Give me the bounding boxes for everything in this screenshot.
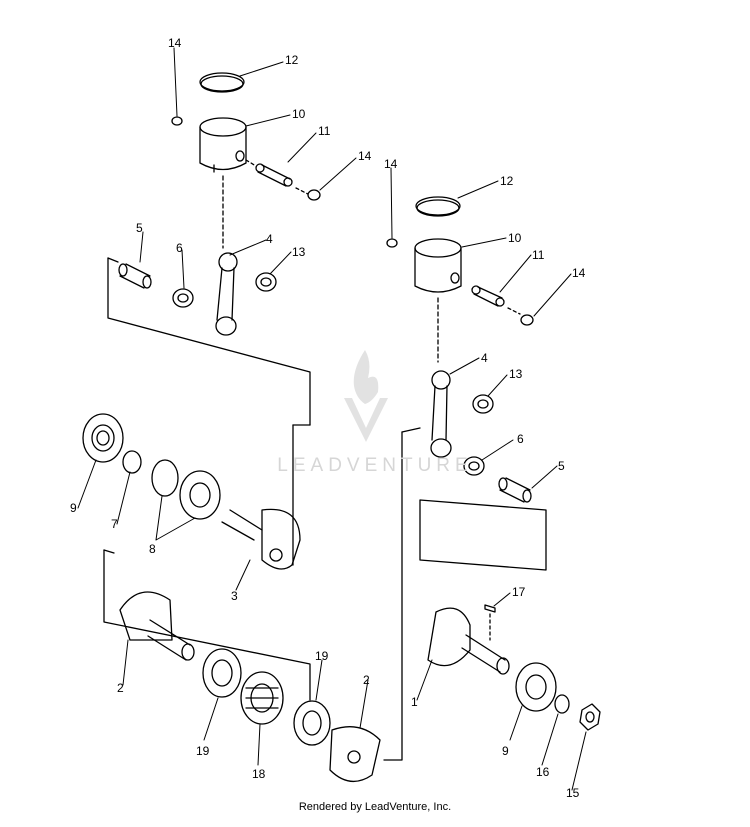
bearing-left-19b bbox=[293, 700, 331, 746]
left-callout-11: 11 bbox=[318, 124, 331, 138]
right-callout-4: 4 bbox=[481, 351, 488, 365]
needle-bearing-right-13 bbox=[472, 394, 494, 414]
bearing-left-9 bbox=[82, 413, 124, 463]
piston-right bbox=[414, 238, 462, 293]
right-callout-10: 10 bbox=[508, 231, 522, 245]
circlip-right-right bbox=[520, 314, 534, 326]
right-callout-14: 14 bbox=[572, 266, 586, 280]
watermark-logo-icon bbox=[344, 350, 388, 442]
right-callout-17: 17 bbox=[512, 585, 526, 599]
watermark-text: LEADVENTURE bbox=[277, 455, 473, 476]
right-callout-1: 1 bbox=[411, 695, 418, 709]
left-callout-6: 6 bbox=[176, 241, 183, 255]
seal-right-16 bbox=[554, 694, 570, 714]
left-callout-13: 13 bbox=[292, 245, 306, 259]
left-callout-19: 19 bbox=[315, 649, 329, 663]
piston-pin-left bbox=[255, 163, 293, 187]
bracket-line-right-left bbox=[383, 431, 403, 761]
seal-left-18 bbox=[240, 671, 284, 725]
footer-credit: Rendered by LeadVenture, Inc. bbox=[298, 801, 452, 813]
snap-rings-left-8 bbox=[151, 459, 221, 520]
connecting-rod-left bbox=[215, 252, 238, 336]
left-callout-19: 19 bbox=[196, 744, 210, 758]
connecting-rod-right bbox=[430, 370, 452, 458]
bearing-right-9 bbox=[515, 662, 557, 712]
left-callout-3: 3 bbox=[231, 589, 238, 603]
piston-left bbox=[199, 117, 247, 173]
left-callout-18: 18 bbox=[252, 767, 266, 781]
needle-bearing-left-6 bbox=[172, 288, 194, 308]
left-callout-2: 2 bbox=[117, 681, 124, 695]
right-callout-5: 5 bbox=[558, 459, 565, 473]
left-callout-8: 8 bbox=[149, 542, 156, 556]
crank-half-right-1 bbox=[427, 607, 510, 675]
bracket-line-left-top bbox=[107, 257, 311, 426]
nut-right-15 bbox=[579, 703, 601, 731]
right-callout-14: 14 bbox=[384, 157, 398, 171]
piston-ring-right bbox=[415, 196, 461, 217]
piston-pin-right bbox=[471, 285, 505, 307]
right-callout-12: 12 bbox=[500, 174, 514, 188]
right-callout-9: 9 bbox=[502, 744, 509, 758]
bearing-left-19 bbox=[202, 648, 242, 698]
left-callout-14: 14 bbox=[358, 149, 372, 163]
crank-pin-left bbox=[118, 263, 152, 289]
left-callout-14: 14 bbox=[168, 36, 182, 50]
needle-bearing-left-13 bbox=[255, 272, 277, 292]
woodruff-key-17 bbox=[484, 604, 496, 613]
crank-half-left-3 bbox=[221, 508, 301, 570]
left-callout-7: 7 bbox=[111, 517, 118, 531]
crank-half-left-2 bbox=[119, 591, 195, 661]
left-callout-9: 9 bbox=[70, 501, 77, 515]
circlip-left-right bbox=[307, 189, 321, 201]
circlip-left-top bbox=[171, 116, 183, 126]
bracket-line-right-box bbox=[419, 499, 547, 571]
left-callout-10: 10 bbox=[292, 107, 306, 121]
left-callout-4: 4 bbox=[266, 232, 273, 246]
circlip-right-top bbox=[386, 238, 398, 248]
left-callout-12: 12 bbox=[285, 53, 299, 67]
right-callout-16: 16 bbox=[536, 765, 550, 779]
crank-pin-right bbox=[498, 477, 532, 503]
piston-ring-left bbox=[199, 72, 245, 93]
seal-left-7 bbox=[122, 450, 142, 474]
right-callout-13: 13 bbox=[509, 367, 523, 381]
right-callout-15: 15 bbox=[566, 786, 580, 800]
left-callout-5: 5 bbox=[136, 221, 143, 235]
right-callout-6: 6 bbox=[517, 432, 524, 446]
needle-bearing-right-6 bbox=[463, 456, 485, 476]
right-callout-11: 11 bbox=[532, 248, 545, 262]
crank-half-bottom-2 bbox=[329, 726, 381, 782]
bracket-line-left-bottom bbox=[103, 549, 311, 701]
left-callout-2: 2 bbox=[363, 673, 370, 687]
